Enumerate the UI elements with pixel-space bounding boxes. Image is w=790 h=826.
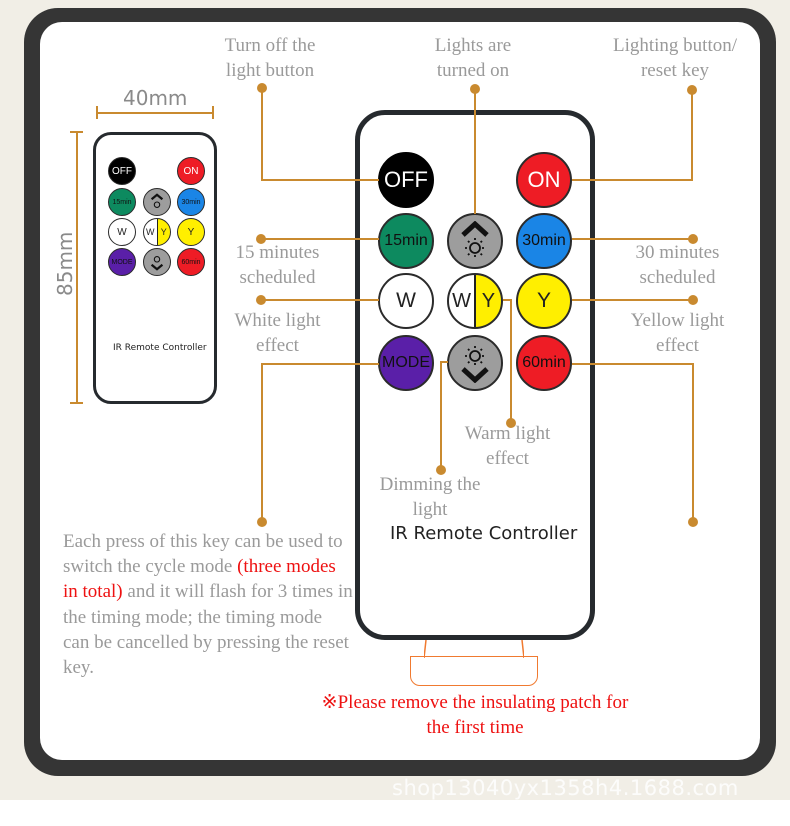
leader-line (261, 238, 379, 240)
callout-warm: Warm light effect (464, 423, 551, 469)
width-dimension-tick-right (212, 106, 214, 119)
leader-line (503, 299, 511, 301)
mode-description-text-end: and it will flash for 3 times in the tim… (63, 581, 353, 679)
mode-description-highlight: (three modes in total) (63, 556, 336, 603)
callout-dot (257, 517, 267, 527)
small-brightness-down-button (143, 248, 171, 276)
yellow-button[interactable]: Y (516, 273, 572, 329)
width-dimension-label: 40mm (123, 86, 188, 110)
leader-line (440, 361, 442, 469)
small-mode-button: MODE (108, 248, 136, 276)
leader-line (691, 90, 693, 180)
off-button[interactable]: OFF (378, 152, 434, 208)
leader-line (261, 363, 263, 521)
small-off-button: OFF (108, 157, 136, 185)
brightness-up-icon (461, 221, 489, 258)
leader-line (572, 299, 692, 301)
callout-dot (688, 517, 698, 527)
width-dimension-line (96, 112, 213, 114)
insulating-patch-tab (423, 639, 525, 659)
small-w-button: W (108, 218, 136, 246)
callout-dot (688, 295, 698, 305)
callout-off: Turn off the light button (224, 35, 316, 81)
callout-on: Lighting button/ reset key (612, 35, 738, 81)
mode-description: Each press of this key can be used to sw… (63, 529, 353, 680)
callout-dot (506, 418, 516, 428)
small-on-button: ON (177, 157, 205, 185)
leader-line (572, 363, 693, 365)
small-brightness-up-button (143, 188, 171, 216)
timer-15min-button[interactable]: 15min (378, 213, 434, 269)
leader-line (474, 89, 476, 214)
callout-30min: 30 minutes scheduled (635, 242, 720, 288)
callout-white: White light effect (234, 310, 321, 356)
height-dimension-line (76, 131, 78, 403)
insulating-notice: ※Please remove the insulating patch for … (321, 692, 629, 738)
small-y-button: Y (177, 218, 205, 246)
leader-line (261, 299, 379, 301)
leader-line (261, 88, 263, 180)
brightness-down-icon (150, 256, 164, 271)
brightness-down-button[interactable] (447, 335, 503, 391)
small-60min-button: 60min (177, 248, 205, 276)
width-dimension-tick-left (96, 106, 98, 119)
leader-line (510, 299, 512, 419)
callout-yellow: Yellow light effect (630, 310, 725, 356)
height-dimension-tick-top (70, 131, 83, 133)
brightness-up-button[interactable] (447, 213, 503, 269)
leader-line (261, 179, 379, 181)
mode-button[interactable]: MODE (378, 335, 434, 391)
leader-line (261, 363, 379, 365)
height-dimension-label: 85mm (53, 231, 77, 296)
brightness-up-icon (150, 193, 164, 208)
callout-dimming: Dimming the light (379, 474, 481, 520)
callout-15min: 15 minutes scheduled (235, 242, 320, 288)
callout-brightness-up: Lights are turned on (434, 35, 512, 81)
brightness-down-icon (461, 346, 489, 383)
main-remote-label: IR Remote Controller (390, 523, 578, 544)
mode-description-text: Each press of this key can be used to sw… (63, 531, 343, 578)
watermark: shop13040yx1358h4.1688.com (392, 776, 739, 800)
leader-line (440, 361, 448, 363)
insulating-patch (410, 656, 538, 686)
leader-line (572, 179, 693, 181)
small-30min-button: 30min (177, 188, 205, 216)
small-remote-label: IR Remote Controller (113, 343, 207, 353)
callout-dot (688, 234, 698, 244)
small-15min-button: 15min (108, 188, 136, 216)
height-dimension-tick-bottom (70, 402, 83, 404)
insulating-patch-tab-shape (423, 639, 525, 659)
timer-60min-button[interactable]: 60min (516, 335, 572, 391)
callout-dot (436, 465, 446, 475)
white-button[interactable]: W (378, 273, 434, 329)
timer-30min-button[interactable]: 30min (516, 213, 572, 269)
leader-line (572, 238, 692, 240)
on-button[interactable]: ON (516, 152, 572, 208)
leader-line (692, 363, 694, 521)
